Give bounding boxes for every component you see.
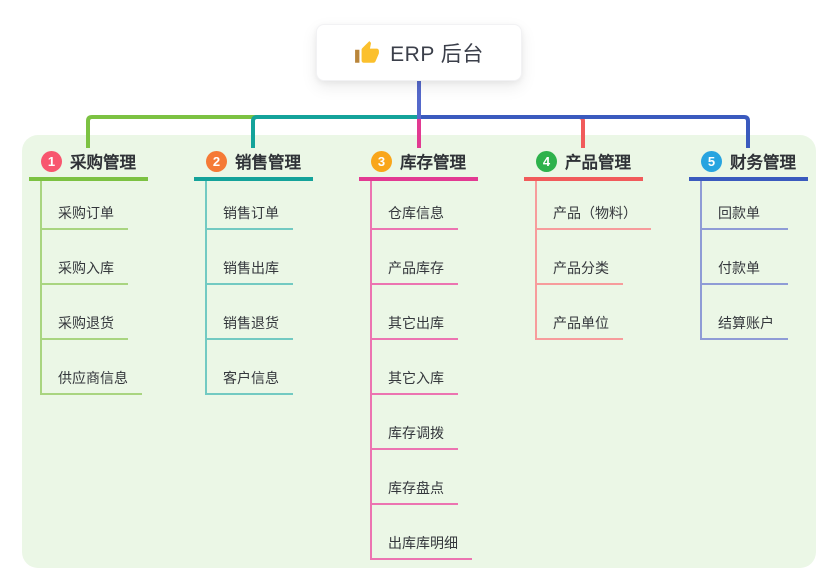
child-node[interactable]: 供应商信息 bbox=[42, 340, 142, 395]
child-node[interactable]: 销售订单 bbox=[207, 181, 293, 230]
branch-product-label: 产品管理 bbox=[565, 154, 631, 172]
branch-purchase-children: 采购订单 采购入库 采购退货 供应商信息 bbox=[40, 181, 148, 395]
child-node[interactable]: 产品（物料） bbox=[537, 181, 651, 230]
branch-finance-node[interactable]: 5 财务管理 bbox=[689, 145, 808, 181]
root-node[interactable]: ERP 后台 bbox=[316, 24, 522, 81]
child-node[interactable]: 销售出库 bbox=[207, 230, 293, 285]
child-node[interactable]: 销售退货 bbox=[207, 285, 293, 340]
branch-sales-children: 销售订单 销售出库 销售退货 客户信息 bbox=[205, 181, 313, 395]
badge-2: 2 bbox=[206, 150, 227, 172]
child-node[interactable]: 仓库信息 bbox=[372, 181, 458, 230]
child-node[interactable]: 其它入库 bbox=[372, 340, 458, 395]
child-node[interactable]: 采购退货 bbox=[42, 285, 128, 340]
child-node[interactable]: 付款单 bbox=[702, 230, 788, 285]
branch-purchase: 1 采购管理 采购订单 采购入库 采购退货 供应商信息 bbox=[29, 145, 148, 395]
child-node[interactable]: 采购订单 bbox=[42, 181, 128, 230]
child-node[interactable]: 结算账户 bbox=[702, 285, 788, 340]
child-node[interactable]: 产品分类 bbox=[537, 230, 623, 285]
branch-inventory-node[interactable]: 3 库存管理 bbox=[359, 145, 478, 181]
branch-purchase-node[interactable]: 1 采购管理 bbox=[29, 145, 148, 181]
child-node[interactable]: 产品单位 bbox=[537, 285, 623, 340]
branch-finance-label: 财务管理 bbox=[730, 154, 796, 172]
badge-4: 4 bbox=[536, 150, 557, 172]
branch-inventory: 3 库存管理 仓库信息 产品库存 其它出库 其它入库 库存调拨 库存盘点 出库库… bbox=[359, 145, 478, 560]
branch-finance-children: 回款单 付款单 结算账户 bbox=[700, 181, 808, 340]
badge-5: 5 bbox=[701, 150, 722, 172]
branches-background-panel bbox=[22, 135, 816, 568]
child-node[interactable]: 采购入库 bbox=[42, 230, 128, 285]
branch-product-node[interactable]: 4 产品管理 bbox=[524, 145, 643, 181]
root-node-label: ERP 后台 bbox=[390, 42, 484, 66]
child-node[interactable]: 库存盘点 bbox=[372, 450, 458, 505]
badge-3: 3 bbox=[371, 150, 392, 172]
branch-inventory-children: 仓库信息 产品库存 其它出库 其它入库 库存调拨 库存盘点 出库库明细 bbox=[370, 181, 478, 560]
branch-inventory-label: 库存管理 bbox=[400, 154, 466, 172]
branch-sales: 2 销售管理 销售订单 销售出库 销售退货 客户信息 bbox=[194, 145, 313, 395]
child-node[interactable]: 产品库存 bbox=[372, 230, 458, 285]
thumbs-up-icon bbox=[355, 40, 380, 63]
child-node[interactable]: 其它出库 bbox=[372, 285, 458, 340]
child-node[interactable]: 库存调拨 bbox=[372, 395, 458, 450]
branch-sales-node[interactable]: 2 销售管理 bbox=[194, 145, 313, 181]
child-node[interactable]: 客户信息 bbox=[207, 340, 293, 395]
child-node[interactable]: 回款单 bbox=[702, 181, 788, 230]
branch-sales-label: 销售管理 bbox=[235, 154, 301, 172]
branch-purchase-label: 采购管理 bbox=[70, 154, 136, 172]
branch-product-children: 产品（物料） 产品分类 产品单位 bbox=[535, 181, 651, 340]
branch-finance: 5 财务管理 回款单 付款单 结算账户 bbox=[689, 145, 808, 340]
branch-product: 4 产品管理 产品（物料） 产品分类 产品单位 bbox=[524, 145, 651, 340]
child-node[interactable]: 出库库明细 bbox=[372, 505, 472, 560]
badge-1: 1 bbox=[41, 150, 62, 172]
